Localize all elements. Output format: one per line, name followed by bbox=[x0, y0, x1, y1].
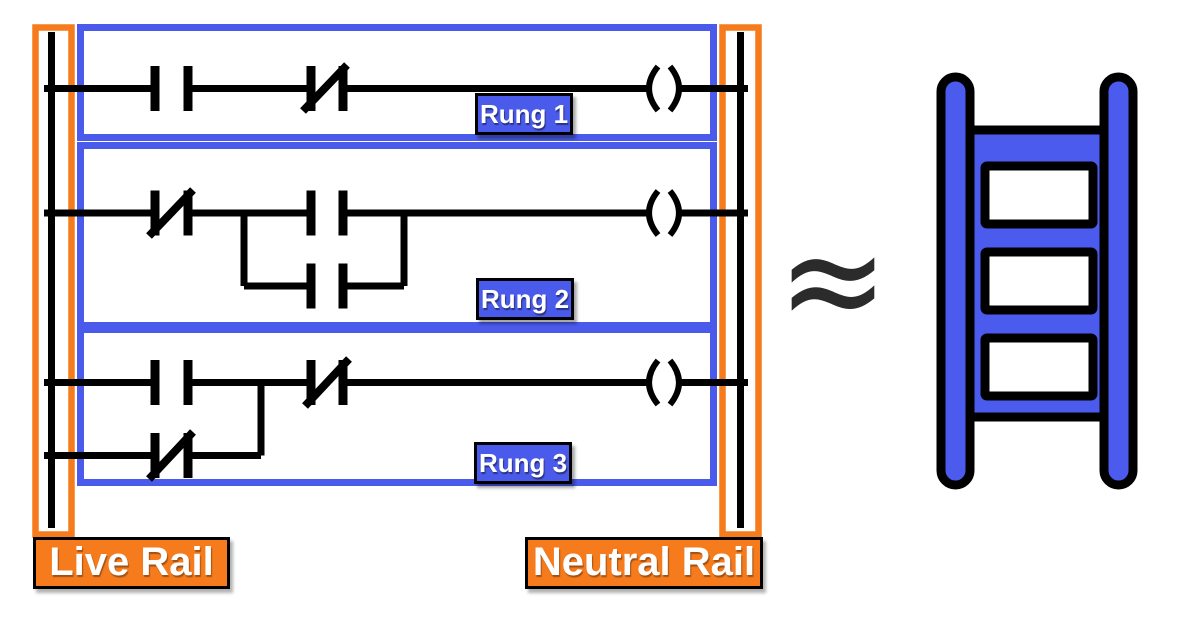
neutral-rail-highlight-box bbox=[719, 24, 762, 538]
live-rail bbox=[32, 24, 75, 538]
rung-1-box bbox=[77, 24, 717, 141]
rung-3-box bbox=[77, 326, 717, 486]
normally-closed-contact-icon bbox=[302, 356, 352, 409]
rung-2-label: Rung 2 bbox=[476, 278, 574, 320]
ladder-window bbox=[980, 247, 1098, 315]
ladder-window bbox=[980, 161, 1098, 229]
rung-2-wire bbox=[44, 209, 748, 290]
ladder-left-rail bbox=[936, 72, 975, 490]
rung-2-box bbox=[77, 142, 717, 329]
neutral-rail bbox=[719, 24, 762, 538]
output-coil-icon bbox=[646, 189, 682, 237]
normally-open-contact-icon bbox=[150, 360, 193, 405]
output-coil-icon bbox=[646, 358, 682, 407]
approx-equals-symbol: ≈ bbox=[777, 193, 889, 367]
normally-open-contact-icon bbox=[306, 190, 348, 236]
rung-3-wire bbox=[44, 379, 748, 459]
ladder-icon bbox=[936, 72, 1138, 490]
neutral-rail-label: Neutral Rail bbox=[525, 537, 763, 589]
rung-1-label: Rung 1 bbox=[475, 93, 573, 135]
live-rail-highlight-box bbox=[32, 24, 75, 538]
live-rail-label: Live Rail bbox=[33, 537, 230, 589]
normally-open-contact-icon bbox=[306, 263, 348, 309]
normally-closed-contact-icon bbox=[300, 62, 350, 114]
nc-slash bbox=[146, 429, 196, 482]
nc-slash bbox=[146, 187, 196, 239]
nc-slash bbox=[300, 62, 350, 114]
rung-3-label: Rung 3 bbox=[474, 442, 572, 484]
nc-slash bbox=[302, 356, 352, 409]
rung-2-circuit bbox=[44, 187, 748, 309]
normally-open-contact-icon bbox=[150, 66, 193, 111]
rung-3-circuit bbox=[44, 356, 748, 482]
rung-1-circuit bbox=[44, 62, 748, 114]
ladder-window bbox=[980, 333, 1098, 401]
normally-closed-contact-icon bbox=[146, 187, 196, 239]
rung-boxes bbox=[77, 24, 717, 486]
output-coil-icon bbox=[646, 64, 682, 113]
normally-closed-contact-icon bbox=[146, 429, 196, 482]
ladder-right-rail bbox=[1099, 72, 1138, 490]
